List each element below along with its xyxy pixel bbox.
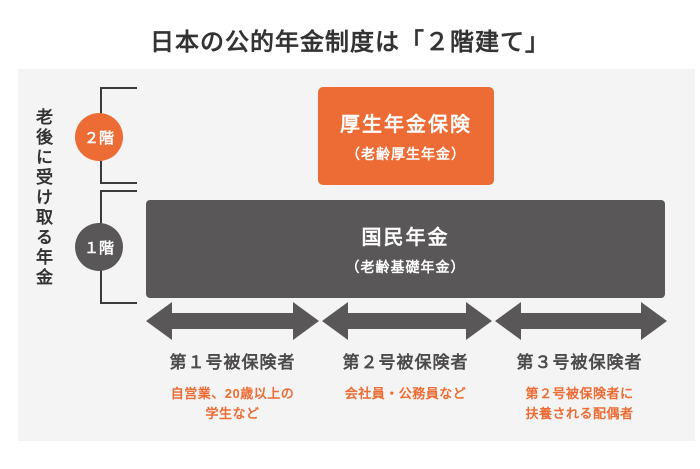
category-3-note: 第２号被保険者に 扶養される配偶者 — [525, 386, 634, 422]
kokumin-nenkin-title: 国民年金 — [361, 227, 450, 249]
page-title: 日本の公的年金制度は「２階建て」 — [150, 29, 550, 56]
category-1-note: 自営業、20歳以上の 学生など — [170, 386, 295, 422]
category-2-note: 会社員・公務員など — [344, 386, 467, 401]
kosei-nenkin-subtitle: （老齢厚生年金） — [346, 146, 466, 162]
kosei-nenkin-box: 厚生年金保険 （老齢厚生年金） — [318, 87, 494, 185]
arrow-category-2 — [322, 302, 492, 340]
category-1-label: 第１号被保険者 — [169, 353, 296, 372]
arrow-category-1 — [146, 302, 319, 340]
kokumin-nenkin-box: 国民年金 （老齢基礎年金） — [146, 200, 665, 298]
category-3-label: 第３号被保険者 — [516, 353, 643, 372]
arrow-category-3 — [495, 302, 667, 340]
floor2-badge: ２階 — [75, 113, 123, 161]
category-2-label: 第２号被保険者 — [342, 353, 469, 372]
category-column-3: 第３号被保険者 第２号被保険者に 扶養される配偶者 — [492, 348, 667, 424]
category-column-2: 第２号被保険者 会社員・公務員など — [319, 348, 492, 404]
kokumin-nenkin-subtitle: （老齢基礎年金） — [345, 259, 466, 275]
floor1-badge: １階 — [75, 223, 123, 271]
category-column-1: 第１号被保険者 自営業、20歳以上の 学生など — [146, 348, 319, 424]
category-range-arrows — [146, 302, 667, 340]
kosei-nenkin-title: 厚生年金保険 — [340, 114, 472, 136]
left-axis-label: 老後に受け取る年金 — [33, 108, 52, 288]
floor1-badge-label: １階 — [83, 239, 114, 257]
floor2-badge-label: ２階 — [83, 129, 114, 147]
